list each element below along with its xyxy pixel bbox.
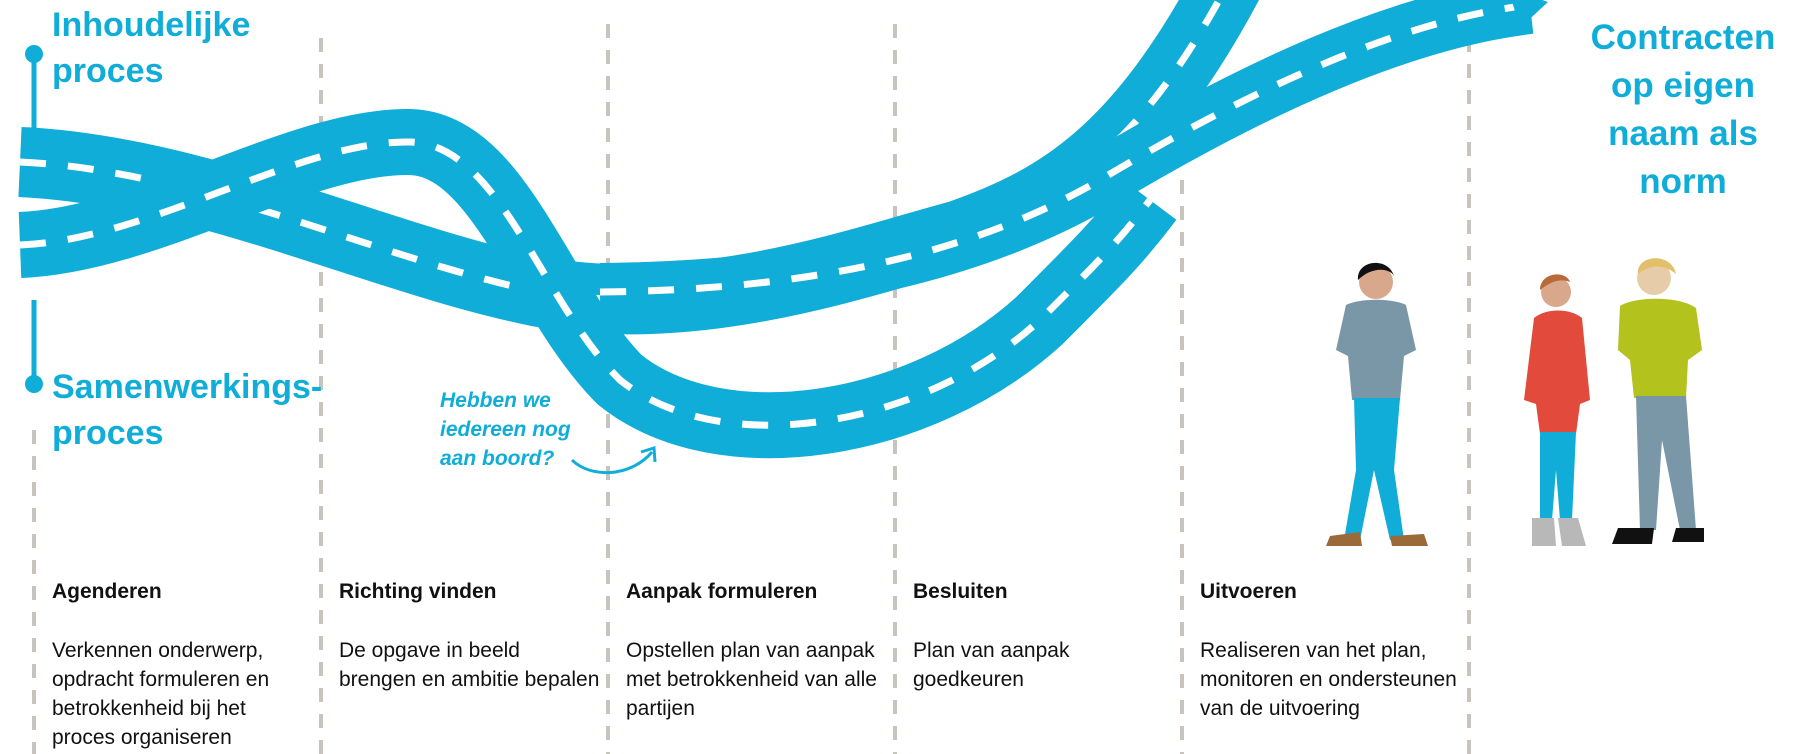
phase-column: Richting vinden De opgave in beeld breng… — [339, 580, 601, 694]
phase-title: Aanpak formuleren — [626, 580, 818, 603]
person-red-shirt-icon — [1524, 274, 1590, 546]
phase-title: Uitvoeren — [1200, 580, 1297, 603]
goal-arrow-icon — [1511, 0, 1548, 28]
collaboration-process-label: Samenwerkings- proces — [52, 368, 323, 452]
phase-description: Realiseren van het plan, monitoren en on… — [1200, 639, 1457, 720]
goal-label: Contracten op eigen naam als norm — [1590, 18, 1776, 201]
phase-column: Uitvoeren Realiseren van het plan, monit… — [1200, 580, 1462, 723]
phase-column: Besluiten Plan van aanpak goedkeuren — [913, 580, 1175, 694]
phase-title: Besluiten — [913, 580, 1008, 603]
person-green-shirt-icon — [1612, 258, 1704, 544]
phase-column: Aanpak formuleren Opstellen plan van aan… — [626, 580, 888, 723]
phase-description: Verkennen onderwerp, opdracht formuleren… — [52, 639, 270, 749]
person-walking-icon — [1326, 262, 1428, 546]
track-axis — [25, 45, 43, 393]
phase-description: Plan van aanpak goedkeuren — [913, 639, 1070, 691]
phase-description: Opstellen plan van aanpak met betrokkenh… — [626, 639, 877, 720]
road-collaboration-process — [18, 108, 1177, 459]
road-joined — [599, 0, 1548, 321]
phase-title: Agenderen — [52, 580, 162, 603]
annotation-arrow-icon — [570, 446, 657, 474]
content-process-label: Inhoudelijke proces — [52, 6, 251, 90]
phase-column: Agenderen Verkennen onderwerp, opdracht … — [52, 580, 314, 752]
phase-title: Richting vinden — [339, 580, 497, 603]
annotation-text: Hebben we iedereen nog aan boord? — [440, 389, 571, 470]
phase-description: De opgave in beeld brengen en ambitie be… — [339, 639, 600, 691]
